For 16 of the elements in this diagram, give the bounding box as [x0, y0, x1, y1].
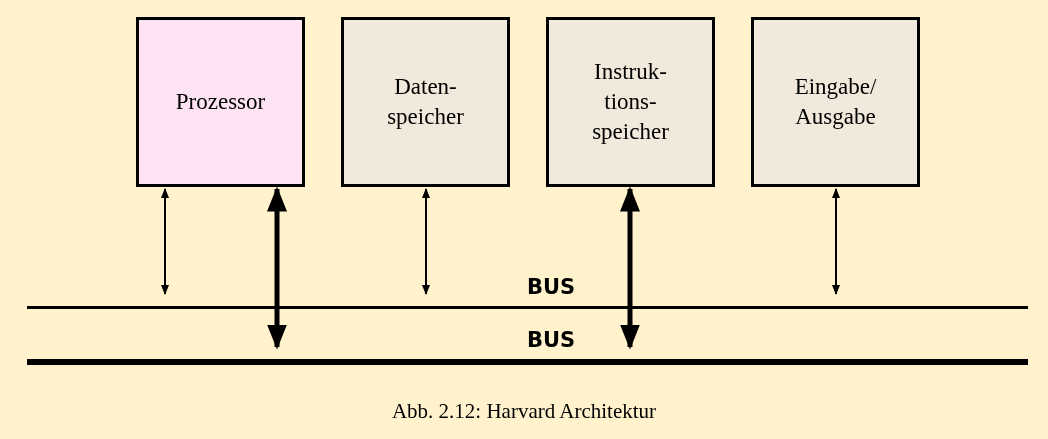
block-box — [751, 17, 920, 187]
block-box — [136, 17, 305, 187]
bus-label: BUS — [527, 274, 576, 300]
caption: Abb. 2.12: Harvard Architektur — [390, 398, 658, 425]
box-label: Eingabe/ Ausgabe — [793, 73, 878, 131]
bus-label: BUS — [527, 327, 576, 353]
double-arrow — [161, 188, 169, 295]
box-label: Daten- speicher — [386, 73, 465, 131]
double-arrow — [267, 186, 287, 350]
box-label: Instruk- tions- speicher — [591, 58, 670, 146]
box-label: Prozessor — [175, 88, 266, 116]
block-box — [546, 17, 715, 187]
double-arrow — [620, 186, 640, 350]
double-arrow — [422, 188, 430, 295]
double-arrow — [832, 188, 840, 295]
block-box — [341, 17, 510, 187]
